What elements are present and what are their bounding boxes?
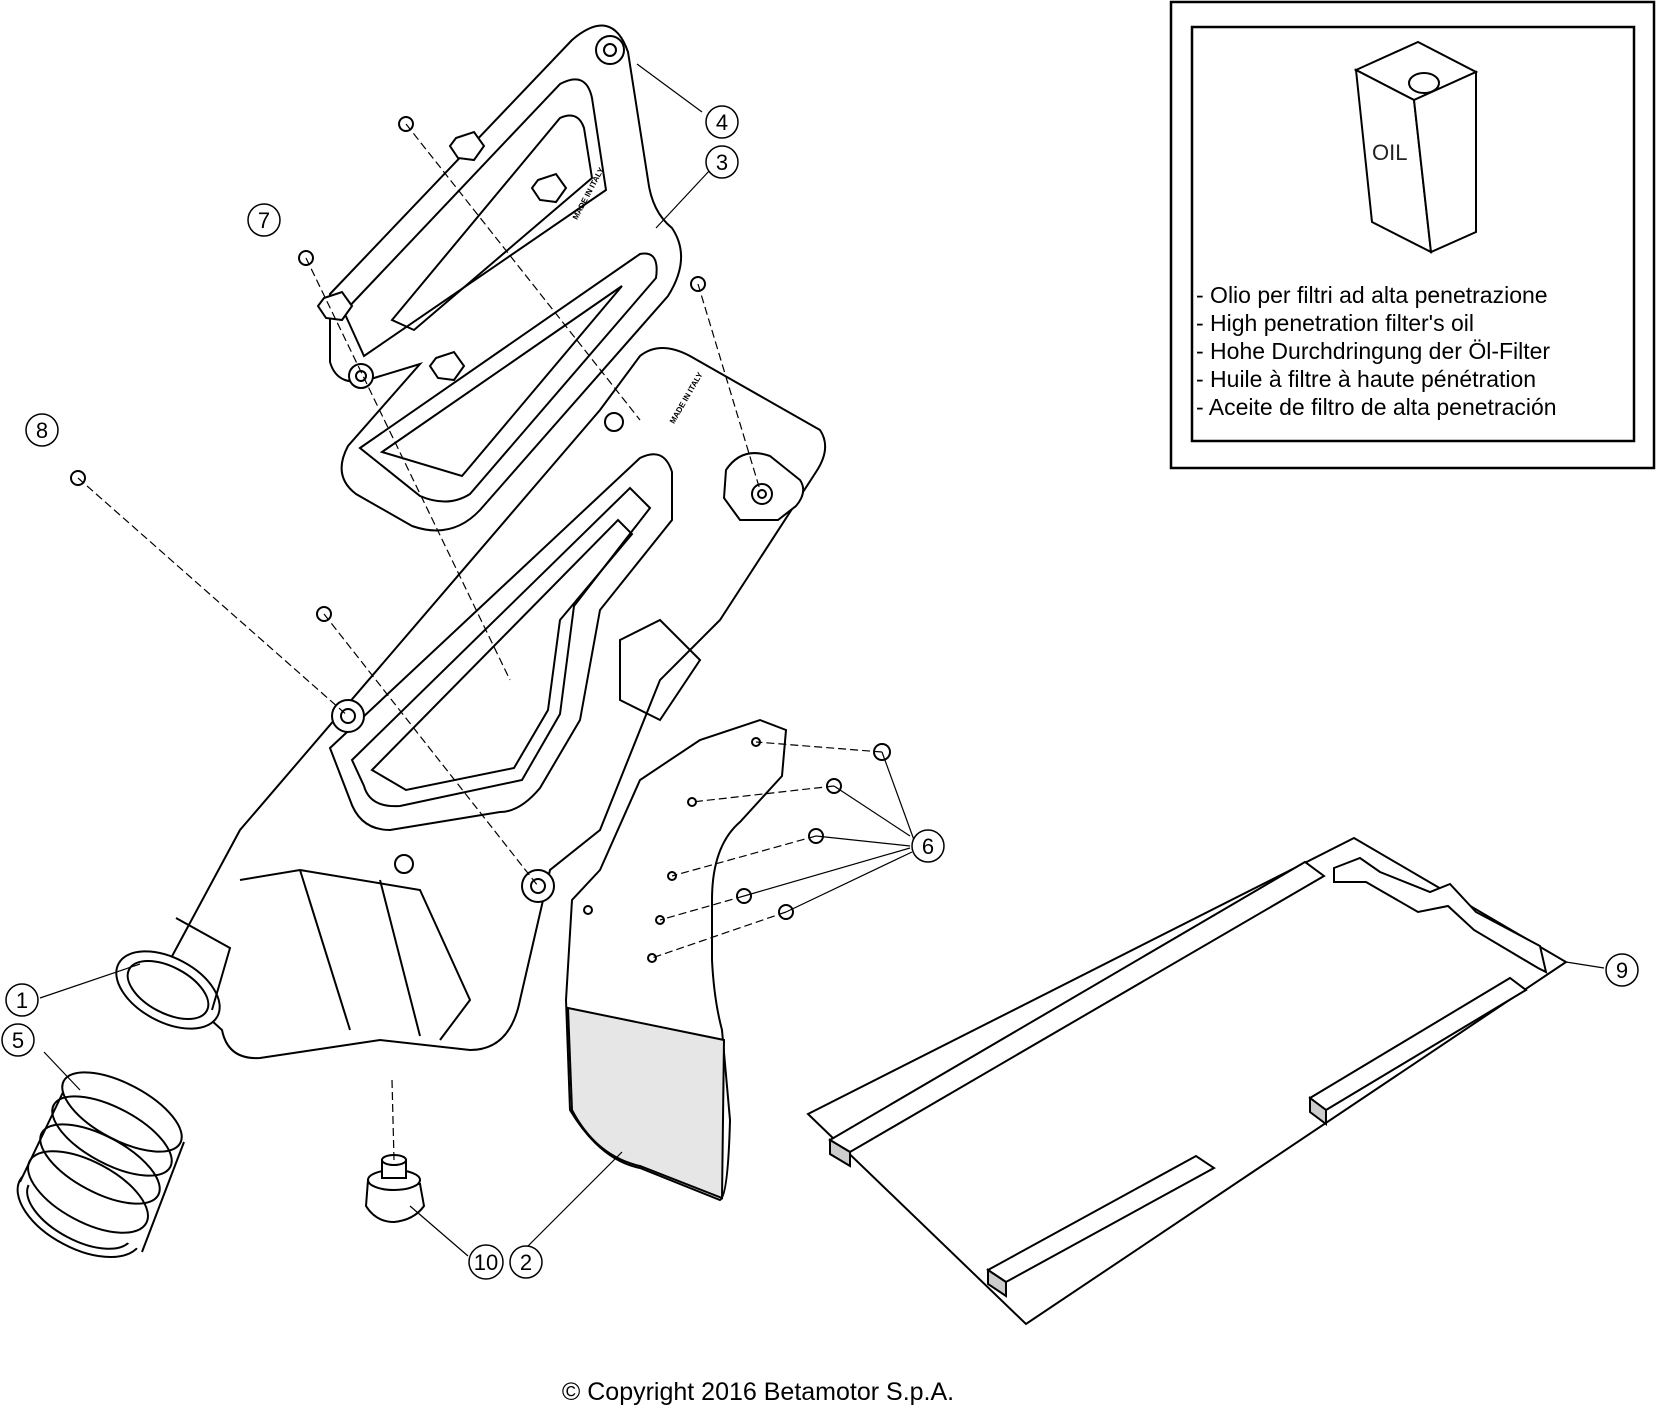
- callout-8-label: 8: [36, 418, 48, 443]
- oil-note-box: OIL - Olio per filtri ad alta penetrazio…: [1169, 0, 1656, 470]
- callout-8: 8: [25, 413, 59, 447]
- note-line-de: - Hohe Durchdringung der Öl-Filter: [1196, 338, 1550, 364]
- oil-can-icon: OIL: [1353, 40, 1479, 254]
- note-line-fr: - Huile à filtre à haute pénétration: [1196, 366, 1536, 392]
- callout-1: 1: [5, 983, 39, 1017]
- callout-5: 5: [1, 1023, 35, 1057]
- part-5-intake-boot: [16, 1071, 185, 1259]
- note-line-it: - Olio per filtri ad alta penetrazione: [1196, 282, 1548, 308]
- callout-6-label: 6: [922, 834, 934, 859]
- callout-4: 4: [705, 105, 739, 139]
- callout-2: 2: [509, 1245, 543, 1279]
- copyright-notice: © Copyright 2016 Betamotor S.p.A.: [561, 1378, 955, 1406]
- callout-9: 9: [1605, 953, 1639, 987]
- note-line-en: - High penetration filter's oil: [1196, 310, 1474, 336]
- callout-10: 10: [468, 1244, 504, 1280]
- oil-can-label: OIL: [1372, 140, 1407, 165]
- callout-6: 6: [911, 829, 945, 863]
- callout-1-label: 1: [16, 988, 28, 1013]
- part-9-seal-kit: [806, 836, 1568, 1326]
- callout-7-label: 7: [258, 208, 270, 233]
- callout-9-label: 9: [1616, 958, 1628, 983]
- callout-3-label: 3: [716, 150, 728, 175]
- note-line-es: - Aceite de filtro de alta penetración: [1196, 394, 1557, 420]
- part-1-airbox: MADE IN ITALY: [115, 347, 827, 1060]
- callout-3: 3: [705, 145, 739, 179]
- part-3-filter-cage: MADE IN ITALY: [316, 24, 683, 532]
- callout-10-label: 10: [474, 1250, 498, 1275]
- leader-lines: [39, 63, 1605, 1257]
- part-10-drain-plug: [364, 1154, 426, 1224]
- callout-5-label: 5: [12, 1028, 24, 1053]
- callout-7: 7: [247, 203, 281, 237]
- callout-2-label: 2: [520, 1250, 532, 1275]
- callout-4-label: 4: [716, 110, 728, 135]
- part-2-side-cover: [564, 718, 788, 1202]
